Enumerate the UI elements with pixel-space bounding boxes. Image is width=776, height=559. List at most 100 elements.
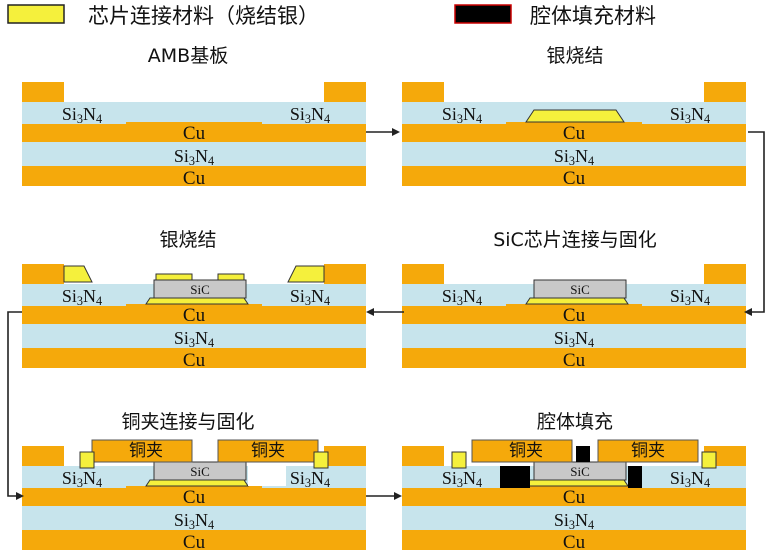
ceramic-layer [22,142,366,166]
cu-label-top: Cu [563,305,586,326]
sic-label: SiC [570,464,590,479]
si3n4-label-left: Si3N4 [442,104,482,126]
top-copper-left [22,488,146,506]
arrow-head-3 [366,308,374,316]
bottom-copper-layer [22,348,366,368]
top-copper-left [22,124,146,142]
top-copper-pad [126,304,262,324]
cu-label-bottom: Cu [183,168,206,189]
sic-label: SiC [190,282,210,297]
cu-label-bottom: Cu [563,350,586,371]
sic-label: SiC [190,464,210,479]
terminal-right [704,82,746,102]
cavity-fill-right [628,466,642,488]
sintered-silver-under-chip [145,479,249,487]
ceramic-layer [402,142,746,166]
copper-clip-left [471,439,573,463]
clip-label-right: 铜夹 [631,441,665,461]
si3n4-label-left: Si3N4 [62,104,102,126]
si3n4-label-left: Si3N4 [62,468,102,490]
arrow-head-2 [744,308,752,316]
copper-clip-right [217,439,319,463]
panel-title-3: SiC芯片连接与固化 [493,229,657,251]
sintered-silver-pad [525,109,625,123]
cu-label-bottom: Cu [183,350,206,371]
terminal-left [22,264,64,284]
arrow-heads [16,128,752,500]
clip-label-right: 铜夹 [251,441,285,461]
cavity-fill-left [500,466,530,488]
top-copper-pad [126,486,262,506]
top-copper-left [402,306,526,324]
cu-label-top: Cu [183,305,206,326]
cu-label-top: Cu [563,487,586,508]
sintered-silver-under-chip [525,297,629,305]
silver-clip-right-foot [701,451,717,469]
copper-clip-left [91,439,193,463]
arrow-2-to-3 [748,131,765,313]
si3n4-label-right: Si3N4 [290,104,330,126]
si3n4-label-right: Si3N4 [670,104,710,126]
top-copper-right [242,306,366,324]
legend-swatch-silver [7,4,65,24]
top-copper-right [622,488,746,506]
top-copper-right [622,124,746,142]
si3n4-label-center: Si3N4 [174,510,214,532]
cavity-fill-center [576,446,590,462]
sic-chip [533,279,627,299]
silver-clip-right-foot [313,451,329,469]
clip-gap [248,466,286,486]
panel-title-2: 银烧结 [546,45,603,67]
terminal-right [324,446,366,466]
bottom-copper-layer [22,530,366,550]
si3n4-label-right: Si3N4 [670,286,710,308]
cu-label-bottom: Cu [563,168,586,189]
si3n4-label-center: Si3N4 [554,328,594,350]
si3n4-label-left: Si3N4 [442,468,482,490]
si3n4-label-right: Si3N4 [290,468,330,490]
si3n4-label-right: Si3N4 [290,286,330,308]
cu-label-bottom: Cu [183,532,206,553]
bottom-copper-layer [22,166,366,186]
sintered-silver-under-chip [145,297,249,305]
top-copper-pad [506,122,642,142]
top-copper-left [402,488,526,506]
silver-clip-left-foot [79,451,95,469]
silver-on-chip-right [217,273,245,281]
ceramic-layer [22,506,366,530]
terminal-left [22,446,64,466]
terminal-left [402,446,444,466]
top-copper-pad [506,486,642,506]
copper-clip-right [597,439,699,463]
silver-on-chip-left [155,273,193,281]
panel-title-5: 铜夹连接与固化 [121,411,254,433]
silver-clip-left-foot [451,451,467,469]
top-copper-pad [126,122,262,142]
panel-title-4: 银烧结 [159,229,216,251]
ceramic-layer [402,506,746,530]
sic-chip [153,461,247,481]
terminal-left [402,82,444,102]
terminal-right [704,264,746,284]
si3n4-label-right: Si3N4 [670,468,710,490]
cu-label-top: Cu [563,123,586,144]
panel-title-1: AMB基板 [148,45,228,67]
arrow-head-4 [16,492,24,500]
terminal-right [324,82,366,102]
si3n4-label-center: Si3N4 [554,146,594,168]
clip-label-left: 铜夹 [129,441,163,461]
bottom-copper-layer [402,348,746,368]
top-copper-right [622,306,746,324]
sintered-silver-under-chip [525,479,629,487]
bottom-copper-layer [402,166,746,186]
bottom-copper-layer [402,530,746,550]
si3n4-label-left: Si3N4 [442,286,482,308]
legend: 芯片连接材料（烧结银） 腔体填充材料 [7,4,656,28]
sic-chip [153,279,247,299]
ceramic-layer [402,324,746,348]
